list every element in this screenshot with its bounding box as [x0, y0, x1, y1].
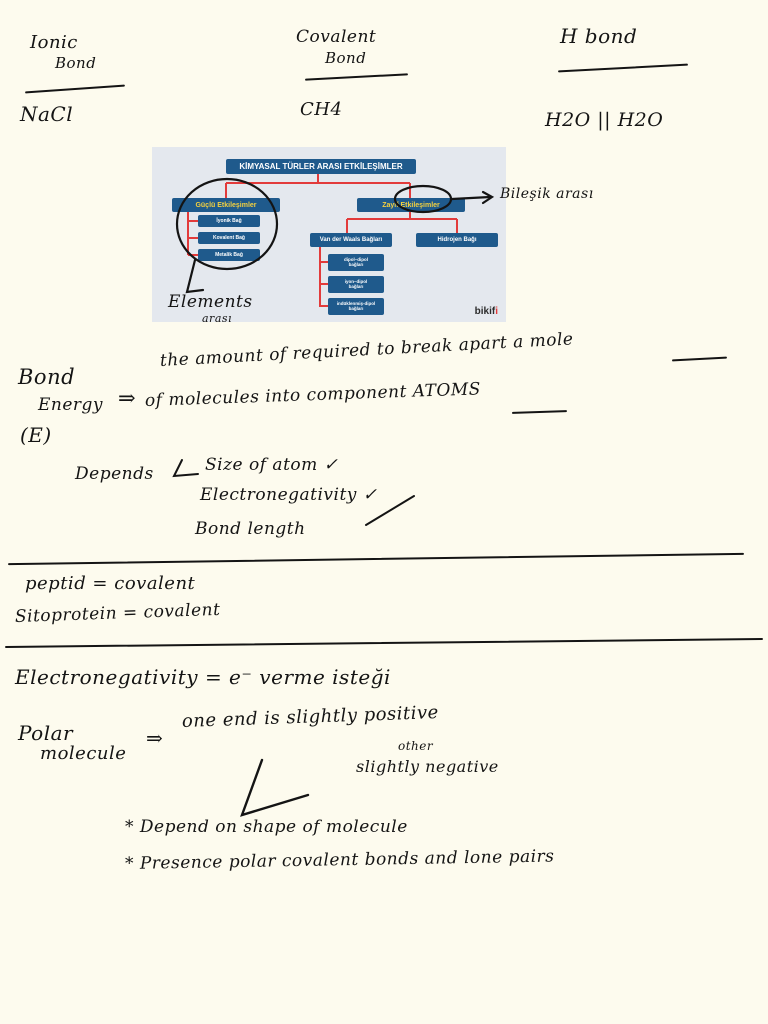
covalent-bond-box: Kovalent Bağ	[198, 232, 260, 244]
factor-electronegativity: Electronegativity ✓	[200, 485, 378, 505]
elements-note-line1: Elements	[168, 292, 253, 312]
bond-energy-term-line1: Bond	[18, 365, 76, 389]
bond-energy-term-line3: (E)	[20, 423, 52, 447]
bikifi-logo-text: bikif	[474, 306, 496, 317]
weak-interactions-box: Zayıf Etkileşimler	[357, 198, 465, 212]
ionic-underline	[25, 84, 125, 94]
ion-dipole-label: iyon–dipol	[344, 278, 368, 284]
peptid-note: peptid = covalent	[25, 573, 196, 594]
factor-size-of-atom: Size of atom ✓	[205, 455, 339, 475]
induced-dipole-sub: bağları	[348, 305, 364, 311]
strong-interactions-box: Güçlü Etkileşimler	[172, 198, 280, 212]
separator-line-1	[8, 552, 744, 566]
polar-molecule-description-line2: slightly negative	[356, 757, 499, 776]
bilesik-arasi-note: Bileşik arası	[500, 186, 594, 202]
ionic-bond-heading-line1: Ionic	[30, 32, 78, 53]
polar-molecule-term-line1: Polar	[18, 721, 74, 745]
bikifi-logo: bikifi	[475, 306, 498, 317]
example-ch4: CH4	[300, 99, 343, 120]
bikifi-logo-accent: i	[495, 306, 498, 317]
bond-energy-term-line2: Energy	[38, 395, 104, 415]
induced-dipole-label: indüklenmiş-dipol	[336, 300, 376, 306]
h-bond-heading: H bond	[560, 24, 638, 48]
example-h2o: H2O || H2O	[545, 109, 664, 131]
polar-molecule-arrow: ⇒	[146, 726, 164, 750]
hydrogen-bond-box: Hidrojen Bağı	[416, 233, 498, 247]
electronegativity-definition: Electronegativity = e⁻ verme isteği	[15, 665, 391, 689]
metallic-bond-box: Metalik Bağ	[198, 249, 260, 261]
bond-energy-definition-line1: the amount of required to break apart a …	[159, 329, 574, 371]
ionic-bond-heading-line2: Bond	[55, 54, 97, 72]
covalent-underline	[305, 73, 408, 81]
dipole-dipole-label: dipol–dipol	[344, 256, 368, 262]
bond-energy-arrow: ⇒	[118, 386, 137, 410]
ionic-bond-box: İyonik Bağ	[198, 215, 260, 227]
elements-note-line2: arası	[202, 312, 233, 325]
dipole-dipole-box: dipol–dipol bağları	[328, 254, 384, 271]
ion-dipole-sub: bağları	[348, 283, 364, 289]
factor-bond-length: Bond length	[195, 519, 306, 539]
polar-bullet-presence: * Presence polar covalent bonds and lone…	[124, 846, 555, 874]
sitoprotein-note: Sitoprotein = covalent	[14, 599, 221, 627]
mole-underline	[671, 356, 728, 362]
ion-dipole-box: iyon–dipol bağları	[328, 276, 384, 293]
polar-bullet-shape: * Depend on shape of molecule	[125, 817, 408, 837]
bond-energy-definition-line2: of molecules into component ATOMS	[144, 379, 482, 411]
induced-dipole-box: indüklenmiş-dipol bağları	[328, 298, 384, 315]
dipole-dipole-sub: bağları	[348, 261, 364, 267]
covalent-bond-heading-line2: Bond	[325, 49, 367, 67]
diagram-title-box: KİMYASAL TÜRLER ARASI ETKİLEŞİMLER	[226, 159, 416, 174]
example-nacl: NaCl	[20, 102, 74, 126]
van-der-waals-box: Van der Waals Bağları	[310, 233, 392, 247]
covalent-bond-heading-line1: Covalent	[296, 27, 377, 47]
atoms-underline	[511, 410, 568, 414]
separator-line-2	[5, 638, 763, 648]
polar-molecule-description-line1: one end is slightly positive	[181, 702, 440, 732]
depends-label: Depends	[75, 464, 154, 484]
h-bond-underline	[558, 63, 688, 73]
polar-molecule-or: other	[398, 739, 434, 753]
polar-molecule-term-line2: molecule	[40, 743, 127, 764]
